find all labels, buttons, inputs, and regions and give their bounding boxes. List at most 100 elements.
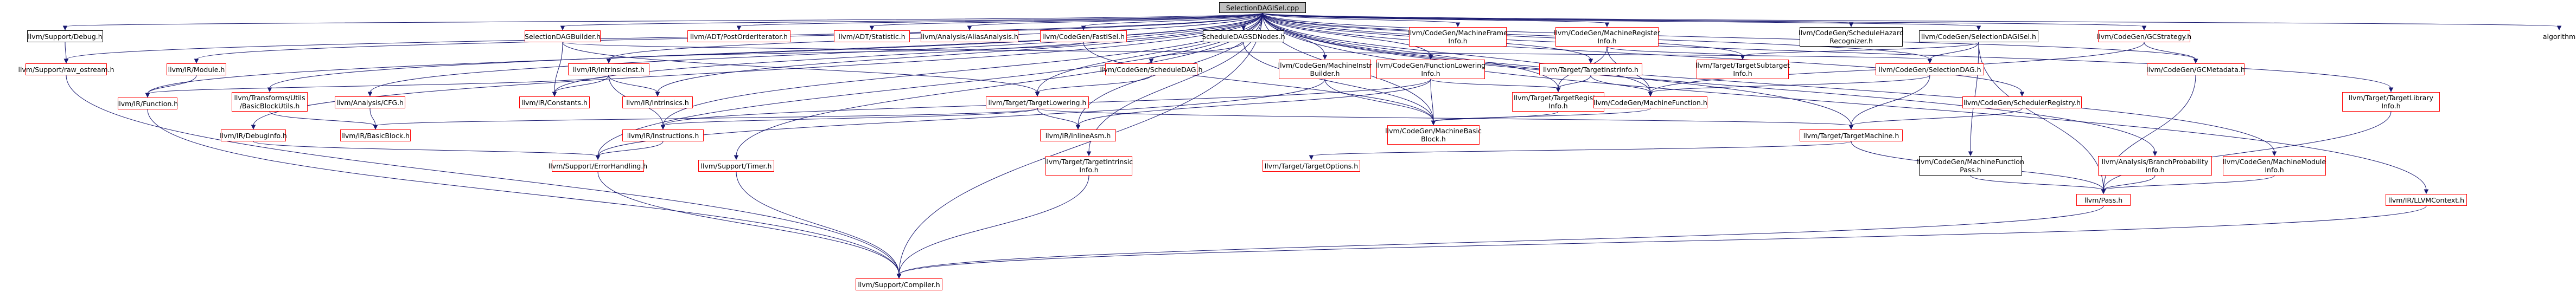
node-ir-llvmcontext[interactable]: llvm/IR/LLVMContext.h bbox=[2386, 194, 2467, 206]
node-codegen-machineregisterinfo[interactable]: llvm/CodeGen/MachineRegister Info.h bbox=[1554, 27, 1660, 47]
node-target-targetinstrinfo[interactable]: llvm/Target/TargetInstrInfo.h bbox=[1539, 63, 1642, 75]
dependency-edge bbox=[147, 12, 1263, 94]
node-selectiondagbuilder[interactable]: SelectionDAGBuilder.h bbox=[525, 30, 601, 42]
node-adt-postorderiterator[interactable]: llvm/ADT/PostOrderIterator.h bbox=[687, 30, 790, 42]
node-codegen-machineframeinfo[interactable]: llvm/CodeGen/MachineFrame Info.h bbox=[1408, 27, 1508, 47]
edge-arrowhead bbox=[1848, 22, 1854, 28]
edge-arrowhead bbox=[1968, 151, 1973, 157]
dependency-edge bbox=[1262, 12, 1458, 24]
dependency-edge bbox=[1243, 12, 1263, 27]
dependency-edge bbox=[147, 75, 609, 94]
edge-arrowhead bbox=[1927, 59, 1933, 64]
dependency-edge bbox=[1262, 12, 2427, 191]
node-codegen-gcstrategy[interactable]: llvm/CodeGen/GCStrategy.h bbox=[2097, 30, 2191, 42]
edge-arrowhead bbox=[2019, 92, 2025, 97]
node-ir-debuginfo[interactable]: llvm/IR/DebugInfo.h bbox=[220, 129, 287, 141]
node-raw-ostream[interactable]: llvm/Support/raw_ostream.h bbox=[18, 63, 114, 75]
node-support-compiler[interactable]: llvm/Support/Compiler.h bbox=[856, 278, 942, 290]
node-ir-inlineasm[interactable]: llvm/IR/InlineAsm.h bbox=[1040, 129, 1116, 141]
dependency-edge bbox=[597, 79, 1325, 157]
node-target-targetregisterinfo[interactable]: llvm/Target/TargetRegister Info.h bbox=[1512, 92, 1604, 112]
edge-arrowhead bbox=[896, 274, 902, 279]
node-codegen-selectiondagisel[interactable]: llvm/CodeGen/SelectionDAGISel.h bbox=[1919, 30, 2038, 42]
dependency-edge bbox=[1742, 42, 1979, 56]
node-ir-module[interactable]: llvm/IR/Module.h bbox=[167, 63, 226, 75]
node-ir-basicblock[interactable]: llvm/IR/BasicBlock.h bbox=[340, 129, 411, 141]
edge-arrowhead bbox=[552, 92, 557, 97]
node-ir-constants[interactable]: llvm/IR/Constants.h bbox=[519, 96, 590, 108]
node-analysis-branchprobabilityinfo[interactable]: llvm/Analysis/BranchProbability Info.h bbox=[2098, 156, 2212, 176]
dependency-edge bbox=[1037, 108, 1852, 126]
node-target-targetintrinsicinfo[interactable]: llvm/Target/TargetIntrinsic Info.h bbox=[1045, 156, 1133, 176]
edge-arrowhead bbox=[595, 155, 601, 160]
edge-arrowhead bbox=[734, 155, 739, 160]
node-codegen-scheduledag[interactable]: llvm/CodeGen/ScheduleDAG.h bbox=[1100, 63, 1203, 75]
node-codegen-selectiondag[interactable]: llvm/CodeGen/SelectionDAG.h bbox=[1876, 63, 1984, 75]
node-analysis-cfg[interactable]: llvm/Analysis/CFG.h bbox=[335, 96, 405, 108]
node-analysis-aliasanalysis[interactable]: llvm/Analysis/AliasAnalysis.h bbox=[921, 30, 1018, 42]
dependency-edge bbox=[1430, 79, 1559, 89]
node-llvm-pass[interactable]: llvm/Pass.h bbox=[2076, 194, 2131, 206]
dependency-edge bbox=[1262, 12, 2392, 89]
root-file-node[interactable]: SelectionDAGISel.cpp bbox=[1219, 2, 1306, 13]
node-target-targetlowering[interactable]: llvm/Target/TargetLowering.h bbox=[986, 96, 1089, 108]
node-codegen-functionloweringinfo[interactable]: llvm/CodeGen/FunctionLowering Info.h bbox=[1376, 60, 1485, 79]
dependency-edge bbox=[1606, 46, 1743, 56]
edge-arrowhead bbox=[1555, 87, 1561, 93]
node-codegen-gcmetadata[interactable]: llvm/CodeGen/GCMetadata.h bbox=[2146, 63, 2245, 75]
node-codegen-fastisel[interactable]: llvm/CodeGen/FastISel.h bbox=[1040, 30, 1127, 42]
dependency-edge bbox=[597, 141, 664, 157]
node-target-targetoptions[interactable]: llvm/Target/TargetOptions.h bbox=[1263, 160, 1360, 172]
dependency-edge bbox=[608, 75, 658, 93]
node-codegen-schedulerregistry[interactable]: llvm/CodeGen/SchedulerRegistry.h bbox=[1962, 96, 2082, 108]
dependency-edge bbox=[738, 12, 1263, 27]
node-ir-instructions[interactable]: llvm/IR/Instructions.h bbox=[622, 129, 704, 141]
edge-arrowhead bbox=[1309, 155, 1314, 160]
dependency-edge bbox=[562, 12, 1263, 27]
node-codegen-machineinstrbuilder[interactable]: llvm/CodeGen/MachineInstr Builder.h bbox=[1278, 60, 1372, 79]
node-codegen-machinebasicblock[interactable]: llvm/CodeGen/MachineBasic Block.h bbox=[1385, 125, 1482, 145]
dependency-edge bbox=[1433, 108, 1651, 122]
node-algorithm[interactable]: algorithm bbox=[2542, 32, 2576, 41]
node-scheduledagsdnodes[interactable]: ScheduleDAGSDNodes.h bbox=[1202, 30, 1285, 42]
edge-arrowhead bbox=[2193, 59, 2198, 64]
dependency-edge bbox=[1558, 75, 1591, 89]
dependency-edge bbox=[375, 108, 1038, 126]
edge-arrowhead bbox=[2272, 151, 2277, 157]
node-ir-intrinsics[interactable]: llvm/IR/Intrinsics.h bbox=[622, 96, 693, 108]
dependency-edge bbox=[253, 141, 598, 157]
dependency-edge bbox=[1851, 108, 2023, 126]
node-basicblockutils[interactable]: llvm/Transforms/Utils /BasicBlockUtils.h bbox=[232, 92, 308, 112]
node-codegen-machinefunction[interactable]: llvm/CodeGen/MachineFunction.h bbox=[1593, 96, 1707, 108]
node-codegen-schedulehazardrecognizer[interactable]: llvm/CodeGen/ScheduleHazard Recognizer.h bbox=[1799, 27, 1904, 47]
node-target-targetlibraryinfo[interactable]: llvm/Target/TargetLibrary Info.h bbox=[2342, 92, 2440, 112]
dependency-edge bbox=[66, 12, 1263, 60]
node-target-targetsubtargetinfo[interactable]: llvm/Target/TargetSubtarget Info.h bbox=[1695, 60, 1790, 79]
node-codegen-machinefunctionpass[interactable]: llvm/CodeGen/MachineFunction Pass.h bbox=[1917, 156, 2024, 176]
edge-arrowhead bbox=[736, 25, 742, 31]
dependency-edge bbox=[269, 12, 1263, 89]
dependency-edge bbox=[1083, 42, 1434, 122]
dependency-edge bbox=[269, 111, 376, 126]
edge-arrowhead bbox=[1848, 125, 1854, 130]
node-ir-function[interactable]: llvm/IR/Function.h bbox=[117, 98, 178, 109]
edge-arrowhead bbox=[2101, 189, 2106, 194]
node-support-timer[interactable]: llvm/Support/Timer.h bbox=[698, 160, 774, 172]
node-adt-statistic[interactable]: llvm/ADT/Statistic.h bbox=[834, 30, 910, 42]
dependency-edge bbox=[1262, 12, 2560, 27]
dependency-edge bbox=[554, 12, 1263, 93]
node-support-debug[interactable]: llvm/Support/Debug.h bbox=[27, 30, 103, 42]
edge-arrowhead bbox=[2424, 189, 2429, 194]
node-support-errorhandling[interactable]: llvm/Support/ErrorHandling.h bbox=[549, 160, 647, 172]
dependency-edge bbox=[898, 205, 2104, 275]
dependency-edge bbox=[1970, 175, 2104, 191]
node-target-targetmachine[interactable]: llvm/Target/TargetMachine.h bbox=[1800, 129, 1903, 141]
edge-arrowhead bbox=[373, 125, 378, 130]
edge-arrowhead bbox=[1740, 55, 1745, 60]
dependency-edge bbox=[1151, 42, 1244, 60]
edge-arrowhead bbox=[1241, 25, 1246, 31]
node-codegen-machinemoduleinfo[interactable]: llvm/CodeGen/MachineModule Info.h bbox=[2223, 156, 2326, 176]
dependency-edge bbox=[65, 42, 67, 60]
dependency-edge bbox=[147, 109, 900, 275]
node-ir-intrinsicinst[interactable]: llvm/IR/IntrinsicInst.h bbox=[568, 63, 649, 75]
